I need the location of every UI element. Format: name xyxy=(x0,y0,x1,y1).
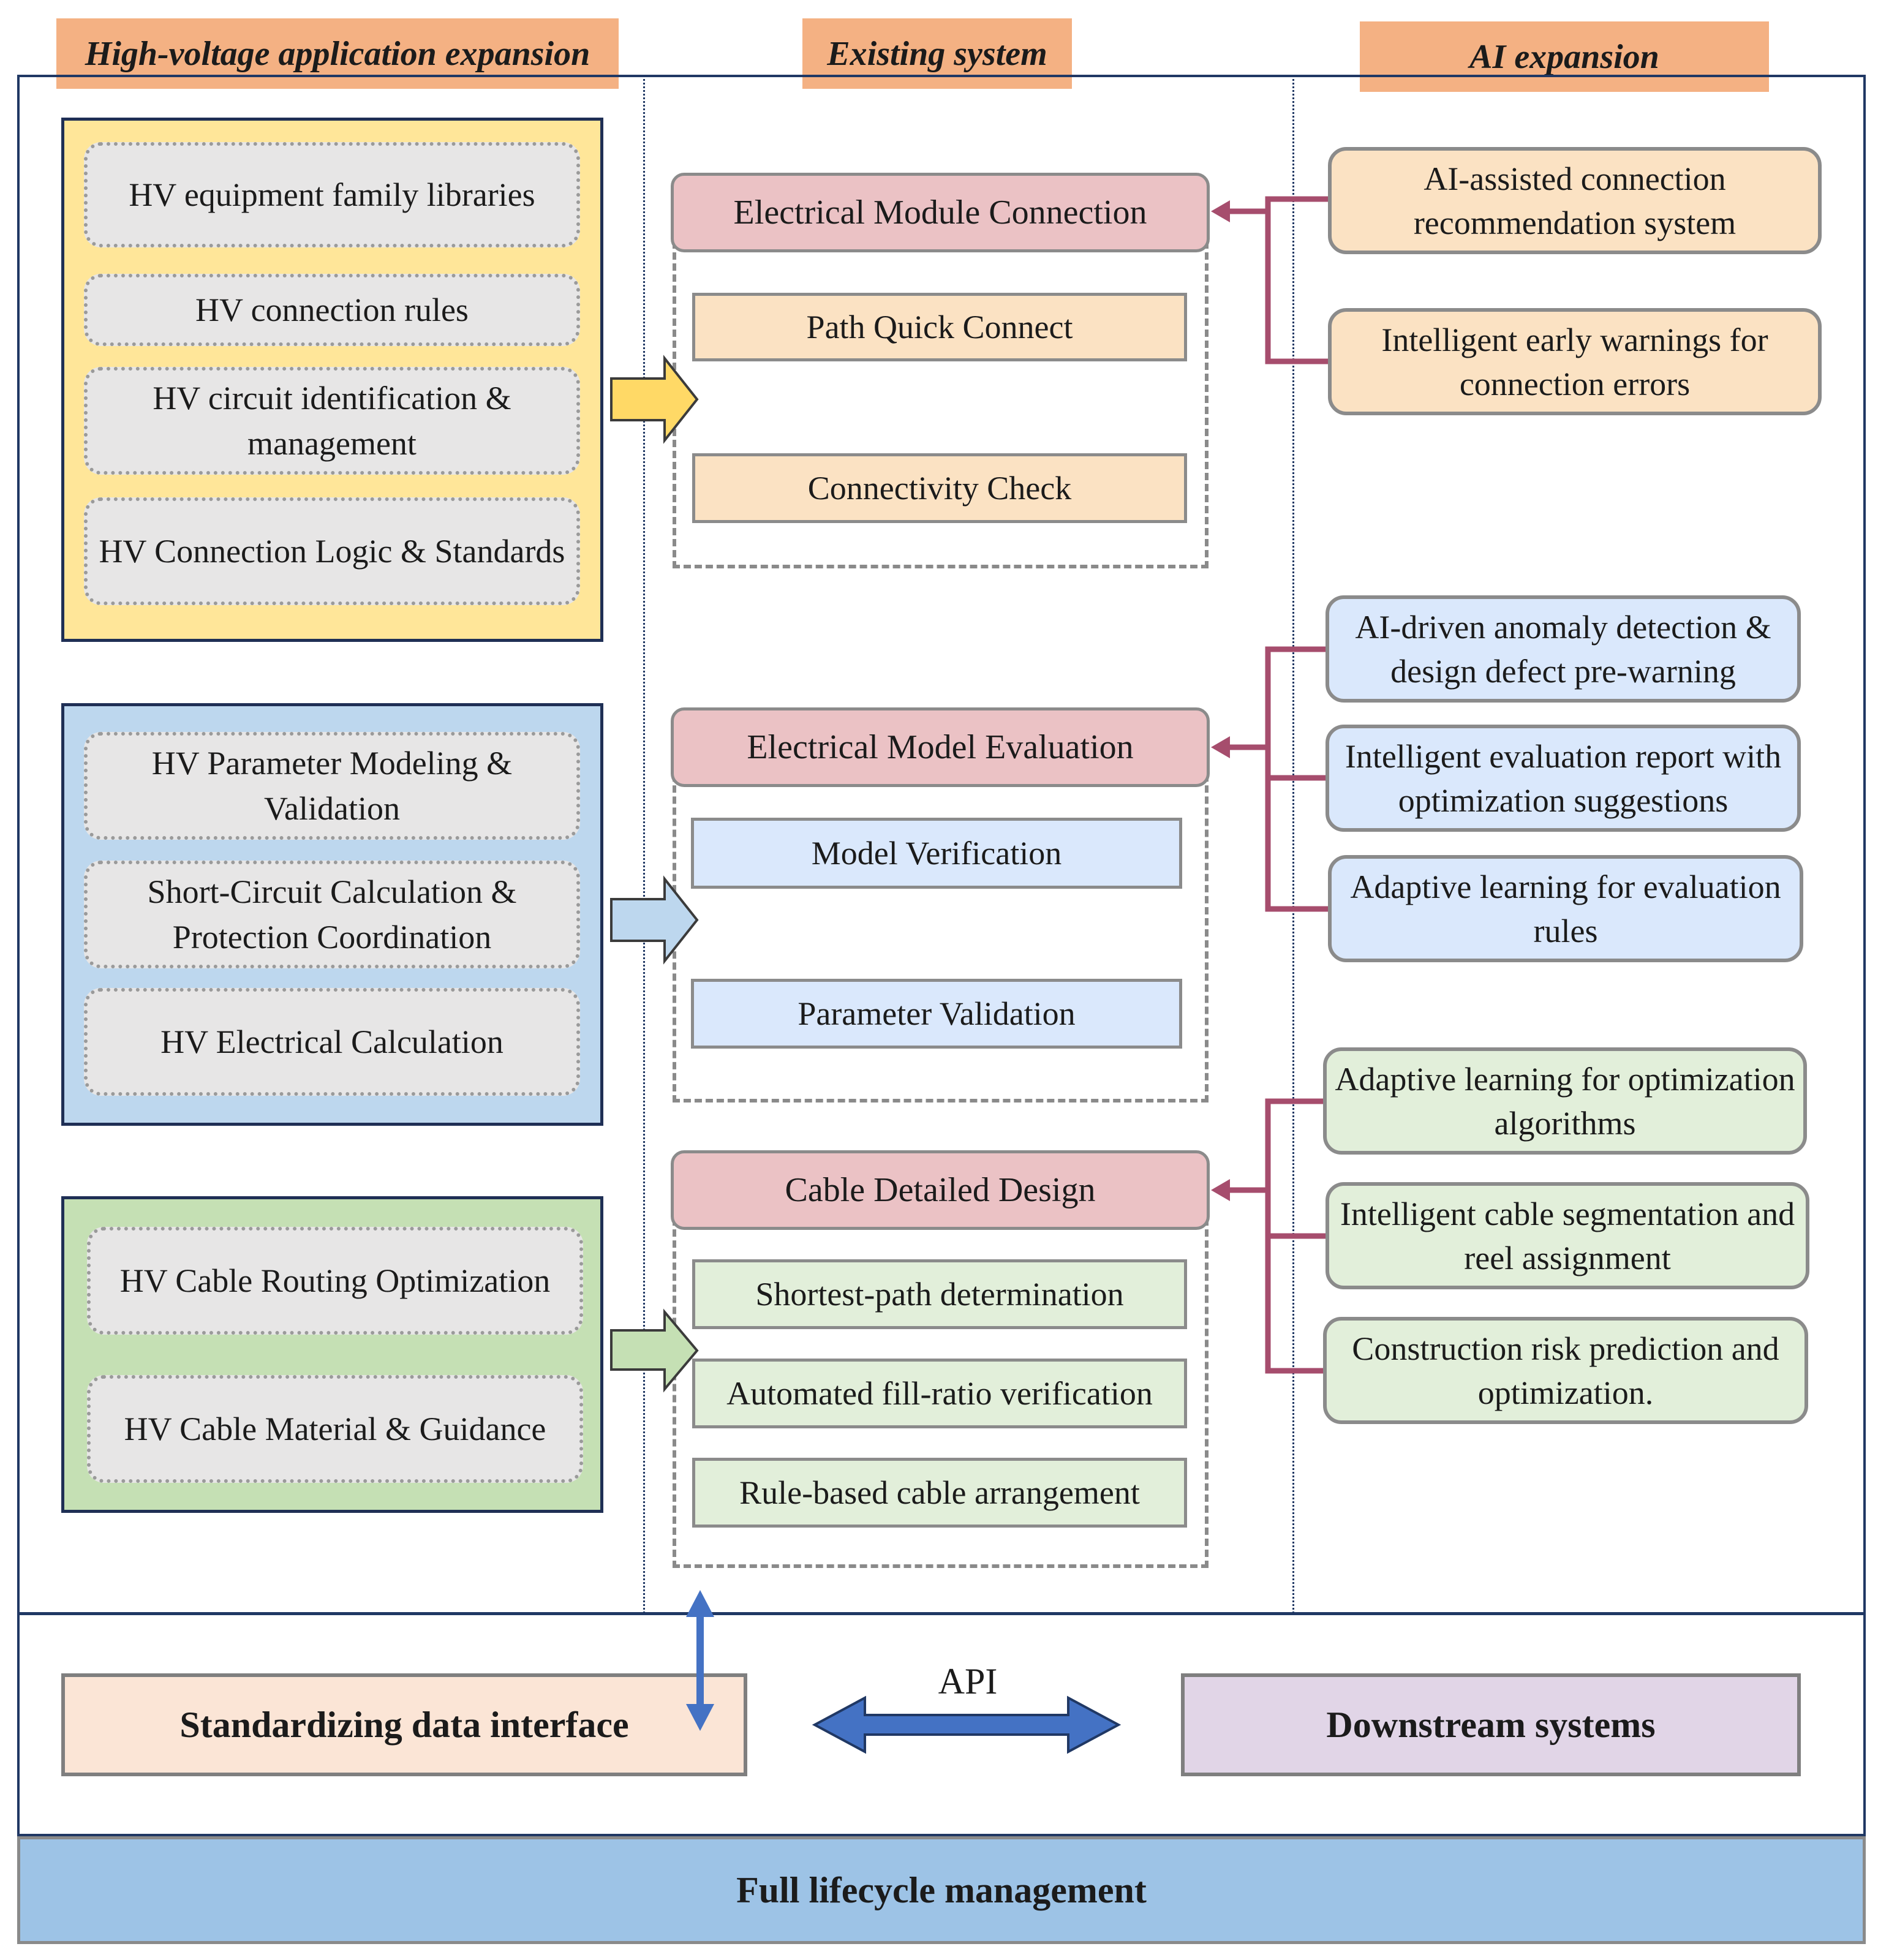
hv-circuit-identification-box: HV circuit identification & management xyxy=(84,367,580,475)
hv-connection-logic-label: HV Connection Logic & Standards xyxy=(99,533,565,570)
ai-construction-risk-label: Construction risk prediction and optimiz… xyxy=(1352,1330,1779,1411)
hv-connection-logic-box: HV Connection Logic & Standards xyxy=(84,497,580,605)
hv-circuit-identification-label: HV circuit identification & management xyxy=(153,380,511,462)
hv-electrical-calculation-label: HV Electrical Calculation xyxy=(160,1023,503,1060)
ai-cable-segmentation-box: Intelligent cable segmentation and reel … xyxy=(1326,1182,1809,1289)
header-ai-expansion: AI expansion xyxy=(1360,21,1769,92)
cable-arrangement-label: Rule-based cable arrangement xyxy=(739,1474,1140,1511)
connectivity-check-box: Connectivity Check xyxy=(692,453,1187,523)
downstream-systems-box: Downstream systems xyxy=(1181,1673,1801,1776)
api-text: API xyxy=(938,1660,998,1702)
hv-electrical-calculation-box: HV Electrical Calculation xyxy=(84,988,580,1096)
hv-connection-rules-label: HV connection rules xyxy=(195,292,469,328)
hv-cable-routing-box: HV Cable Routing Optimization xyxy=(87,1227,583,1335)
hv-cable-routing-label: HV Cable Routing Optimization xyxy=(119,1262,551,1299)
ai-connection-recommendation-box: AI-assisted connection recommendation sy… xyxy=(1328,147,1822,254)
hv-cable-material-box: HV Cable Material & Guidance xyxy=(87,1375,583,1483)
model-verification-label: Model Verification xyxy=(811,835,1062,872)
path-quick-connect-label: Path Quick Connect xyxy=(806,309,1073,345)
hv-parameter-modeling-box: HV Parameter Modeling & Validation xyxy=(84,732,580,840)
full-lifecycle-bar: Full lifecycle management xyxy=(17,1836,1866,1944)
hv-cable-material-label: HV Cable Material & Guidance xyxy=(124,1411,546,1447)
model-evaluation-box: Electrical Model Evaluation xyxy=(671,707,1210,787)
hv-parameter-modeling-label: HV Parameter Modeling & Validation xyxy=(151,745,513,827)
fill-ratio-box: Automated fill-ratio verification xyxy=(692,1359,1187,1428)
module-connection-box: Electrical Module Connection xyxy=(671,173,1210,252)
api-label: API xyxy=(882,1657,1054,1706)
column-divider-left xyxy=(643,75,645,1613)
section-divider xyxy=(17,1612,1866,1615)
shortest-path-box: Shortest-path determination xyxy=(692,1259,1187,1329)
ai-connection-recommendation-label: AI-assisted connection recommendation sy… xyxy=(1413,160,1737,241)
model-evaluation-label: Electrical Model Evaluation xyxy=(747,728,1134,766)
shortest-path-label: Shortest-path determination xyxy=(755,1276,1124,1313)
ai-adaptive-optimization-box: Adaptive learning for optimization algor… xyxy=(1323,1047,1807,1155)
cable-arrangement-box: Rule-based cable arrangement xyxy=(692,1458,1187,1528)
downstream-systems-label: Downstream systems xyxy=(1326,1704,1656,1745)
panel-hv-evaluation: HV Parameter Modeling & Validation Short… xyxy=(61,703,603,1126)
fill-ratio-label: Automated fill-ratio verification xyxy=(726,1375,1153,1412)
ai-construction-risk-box: Construction risk prediction and optimiz… xyxy=(1323,1317,1808,1424)
ai-adaptive-evaluation-box: Adaptive learning for evaluation rules xyxy=(1328,855,1803,962)
column-divider-right xyxy=(1292,75,1294,1613)
ai-evaluation-report-label: Intelligent evaluation report with optim… xyxy=(1344,737,1782,819)
model-verification-box: Model Verification xyxy=(691,818,1182,889)
hv-equipment-libraries-label: HV equipment family libraries xyxy=(129,176,535,213)
full-lifecycle-label: Full lifecycle management xyxy=(736,1869,1147,1910)
ai-evaluation-report-box: Intelligent evaluation report with optim… xyxy=(1326,725,1801,832)
standardizing-interface-box: Standardizing data interface xyxy=(61,1673,747,1776)
cable-design-label: Cable Detailed Design xyxy=(785,1171,1096,1209)
hv-connection-rules-box: HV connection rules xyxy=(84,274,580,346)
header-hv-label: High-voltage application expansion xyxy=(85,34,590,73)
header-ai-label: AI expansion xyxy=(1469,37,1659,76)
ai-anomaly-detection-label: AI-driven anomaly detection & design def… xyxy=(1355,608,1771,690)
ai-adaptive-evaluation-label: Adaptive learning for evaluation rules xyxy=(1350,868,1781,949)
main-frame xyxy=(17,75,1866,1836)
ai-adaptive-optimization-label: Adaptive learning for optimization algor… xyxy=(1335,1060,1795,1142)
cable-design-box: Cable Detailed Design xyxy=(671,1150,1210,1230)
module-connection-label: Electrical Module Connection xyxy=(733,194,1147,232)
ai-anomaly-detection-box: AI-driven anomaly detection & design def… xyxy=(1326,595,1801,703)
short-circuit-calculation-label: Short-Circuit Calculation & Protection C… xyxy=(147,873,517,956)
parameter-validation-box: Parameter Validation xyxy=(691,979,1182,1049)
connectivity-check-label: Connectivity Check xyxy=(807,470,1072,507)
ai-connection-warnings-label: Intelligent early warnings for connectio… xyxy=(1381,321,1768,402)
ai-connection-warnings-box: Intelligent early warnings for connectio… xyxy=(1328,308,1822,415)
path-quick-connect-box: Path Quick Connect xyxy=(692,293,1187,361)
standardizing-interface-label: Standardizing data interface xyxy=(179,1704,629,1745)
panel-hv-connection: HV equipment family libraries HV connect… xyxy=(61,118,603,642)
header-existing-label: Existing system xyxy=(827,34,1047,73)
ai-cable-segmentation-label: Intelligent cable segmentation and reel … xyxy=(1340,1195,1795,1276)
hv-equipment-libraries-box: HV equipment family libraries xyxy=(84,142,580,247)
panel-hv-cable: HV Cable Routing Optimization HV Cable M… xyxy=(61,1196,603,1513)
parameter-validation-label: Parameter Validation xyxy=(798,995,1076,1032)
short-circuit-calculation-box: Short-Circuit Calculation & Protection C… xyxy=(84,861,580,968)
